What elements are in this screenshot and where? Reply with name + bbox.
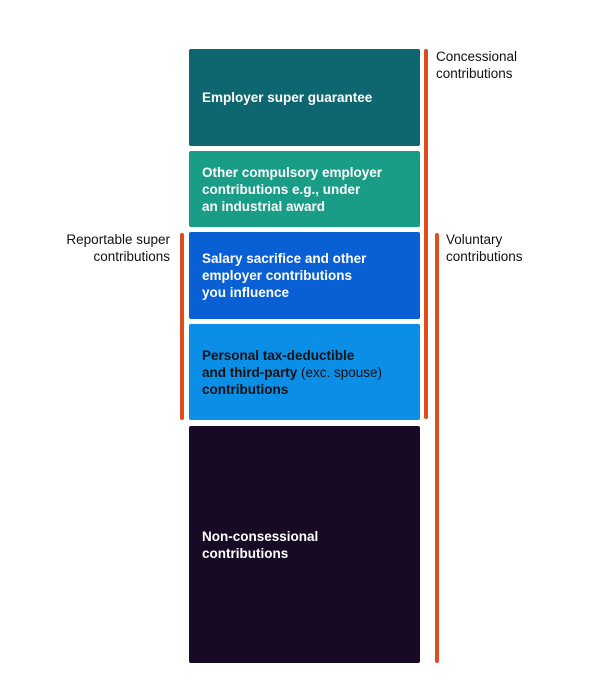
personal-line-2-bold: and third-party <box>202 364 298 380</box>
reportable-label-line-1: Reportable super <box>66 232 170 247</box>
other-compulsory-line-2: contributions e.g., under <box>202 181 361 197</box>
voluntary-label: Voluntary contributions <box>446 231 523 265</box>
other-compulsory-block: Other compulsory employer contributions … <box>189 151 420 227</box>
voluntary-label-line-2: contributions <box>446 249 523 264</box>
non-concessional-text: Non-consessional contributions <box>202 528 318 562</box>
concessional-label-line-2: contributions <box>436 66 513 81</box>
other-compulsory-line-1: Other compulsory employer <box>202 164 383 180</box>
salary-sacrifice-line-2: employer contributions <box>202 268 353 283</box>
personal-line-3: contributions <box>202 381 289 397</box>
personal-line-1: Personal tax-deductible <box>202 347 355 363</box>
other-compulsory-line-3: an industrial award <box>202 198 326 214</box>
salary-sacrifice-block: Salary sacrifice and other employer cont… <box>189 232 420 319</box>
non-concessional-line-1: Non-consessional <box>202 528 319 544</box>
concessional-label: Concessional contributions <box>436 48 517 82</box>
salary-sacrifice-line-1: Salary sacrifice and other <box>202 251 367 266</box>
personal-line-2: and third-party (exc. spouse) <box>202 364 382 381</box>
employer-super-guarantee-block: Employer super guarantee <box>189 49 420 146</box>
concessional-label-line-1: Concessional <box>436 49 518 64</box>
employer-super-guarantee-text: Employer super guarantee <box>202 89 372 106</box>
voluntary-bracket <box>435 233 439 663</box>
personal-tax-deductible-text: Personal tax-deductible and third-party … <box>202 347 382 398</box>
personal-line-2-normal: (exc. spouse) <box>297 364 383 380</box>
salary-sacrifice-line-3: you influence <box>202 285 290 300</box>
other-compulsory-text: Other compulsory employer contributions … <box>202 164 382 215</box>
personal-tax-deductible-block: Personal tax-deductible and third-party … <box>189 324 420 420</box>
salary-sacrifice-text: Salary sacrifice and other employer cont… <box>202 250 366 301</box>
non-concessional-line-2: contributions <box>202 545 289 561</box>
reportable-label: Reportable super contributions <box>66 231 170 265</box>
non-concessional-block: Non-consessional contributions <box>189 426 420 663</box>
reportable-label-line-2: contributions <box>93 249 170 264</box>
concessional-bracket <box>424 49 428 419</box>
employer-super-guarantee-line: Employer super guarantee <box>202 90 373 105</box>
reportable-bracket <box>180 233 184 420</box>
voluntary-label-line-1: Voluntary <box>446 232 503 247</box>
